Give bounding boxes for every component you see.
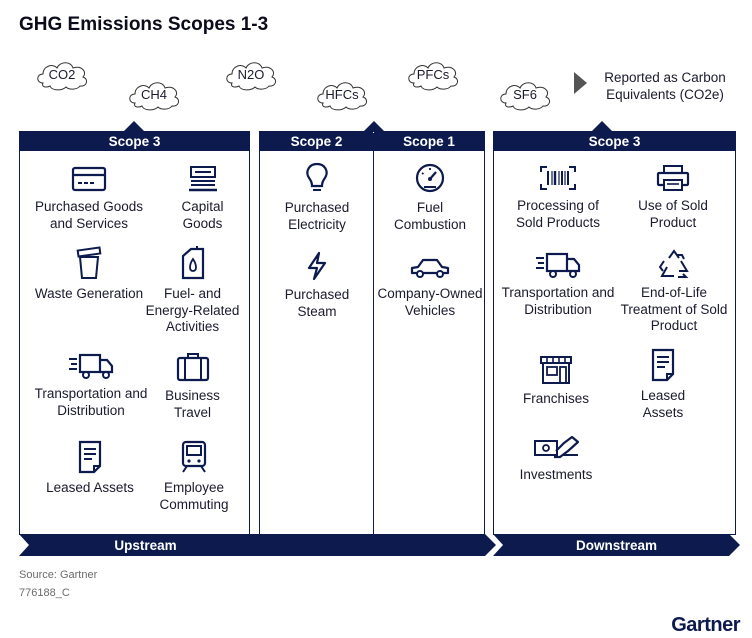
item-transportation-upstream: Transportation and Distribution (28, 352, 154, 419)
gartner-logo: Gartner (671, 614, 740, 636)
trash-icon (34, 246, 144, 280)
fuel-can-icon (140, 246, 245, 280)
middle-arrow-bar (259, 534, 496, 556)
reported-note: Reported as Carbon Equivalents (CO2e) (604, 70, 726, 102)
cash-register-icon (160, 165, 245, 193)
car-icon (376, 256, 484, 280)
source-note: Source: Gartner (19, 569, 98, 581)
scope3-downstream-header: Scope 3 (494, 132, 735, 151)
item-label: Waste Generation (34, 286, 144, 301)
upstream-arrow-bar: Upstream (19, 534, 272, 556)
item-franchises: Franchises (510, 355, 602, 408)
gas-cloud-sf6: SF6 (496, 77, 554, 111)
item-purchased-steam: Purchased Steam (268, 251, 366, 320)
play-arrow-icon (574, 72, 587, 94)
item-processing-sold-products: Processing of Sold Products (502, 164, 614, 231)
gas-label: N2O (237, 66, 265, 82)
upstream-label: Upstream (114, 537, 177, 553)
item-purchased-electricity: Purchased Electricity (268, 162, 366, 233)
item-label: Investments (519, 467, 593, 482)
item-employee-commuting: Employee Commuting (144, 440, 244, 513)
item-label: End-of-Life Treatment of Sold Product (620, 285, 728, 333)
item-label: Company-Owned Vehicles (377, 286, 483, 318)
page-title: GHG Emissions Scopes 1-3 (19, 14, 269, 35)
item-label: Fuel Combustion (393, 200, 467, 232)
gas-cloud-n2o: N2O (221, 57, 281, 91)
downstream-scope3-panel: Scope 3 Processing of Sold Products Use … (493, 131, 736, 535)
gas-cloud-hfcs: HFCs (312, 77, 372, 111)
gas-label: PFCs (416, 66, 450, 82)
train-icon (144, 440, 244, 474)
item-label: Purchased Electricity (284, 200, 350, 232)
item-label: Franchises (522, 391, 590, 406)
item-label: Transportation and Distribution (34, 386, 148, 418)
suitcase-icon (150, 352, 235, 382)
figure-code: 776188_C (19, 587, 70, 599)
document-icon (45, 440, 135, 474)
document-icon (624, 348, 702, 382)
item-fuel-combustion: Fuel Combustion (380, 162, 480, 233)
gas-cloud-ch4: CH4 (124, 77, 184, 111)
item-company-vehicles: Company-Owned Vehicles (376, 256, 484, 319)
item-label: Leased Assets (640, 388, 686, 420)
gas-cloud-pfcs: PFCs (403, 57, 463, 91)
scope1-header: Scope 1 (374, 132, 484, 151)
item-end-of-life: End-of-Life Treatment of Sold Product (616, 249, 732, 335)
item-label: Leased Assets (46, 480, 134, 495)
item-fuel-energy: Fuel- and Energy-Related Activities (140, 246, 245, 336)
lightbulb-icon (268, 162, 366, 194)
item-label: Business Travel (165, 388, 220, 420)
item-use-sold-product: Use of Sold Product (618, 164, 728, 231)
item-label: Purchased Goods and Services (34, 199, 144, 231)
truck-icon (496, 251, 620, 279)
gas-label: SF6 (513, 86, 537, 102)
item-label: Fuel- and Energy-Related Activities (145, 286, 240, 334)
downstream-arrow-bar: Downstream (493, 534, 740, 556)
gas-label: HFCs (325, 86, 359, 102)
item-leased-assets-upstream: Leased Assets (45, 440, 135, 497)
printer-icon (618, 164, 728, 192)
gas-label: CO2 (48, 66, 76, 82)
item-label: Purchased Steam (284, 287, 350, 319)
upstream-scope3-panel: Scope 3 Purchased Goods and Services Cap… (19, 131, 250, 535)
item-label: Capital Goods (181, 199, 224, 231)
item-investments: Investments (510, 433, 602, 484)
item-label: Processing of Sold Products (515, 198, 601, 230)
item-leased-assets-downstream: Leased Assets (624, 348, 702, 421)
left-panel-notch (124, 121, 144, 131)
item-waste-generation: Waste Generation (34, 246, 144, 303)
item-label: Use of Sold Product (638, 198, 708, 230)
middle-panel-notch (364, 121, 384, 131)
credit-card-icon (24, 165, 154, 193)
scope3-upstream-header: Scope 3 (20, 132, 249, 151)
item-capital-goods: Capital Goods (160, 165, 245, 232)
gas-label: CH4 (140, 86, 167, 102)
item-business-travel: Business Travel (150, 352, 235, 421)
scope2-header: Scope 2 (260, 132, 373, 151)
right-panel-notch (592, 121, 612, 131)
scope-divider (373, 133, 374, 534)
item-purchased-goods: Purchased Goods and Services (24, 165, 154, 232)
item-transportation-downstream: Transportation and Distribution (496, 251, 620, 318)
item-label: Transportation and Distribution (501, 285, 615, 317)
gauge-icon (380, 162, 480, 194)
barcode-icon (502, 164, 614, 192)
handshake-money-icon (510, 433, 602, 461)
storefront-icon (510, 355, 602, 385)
downstream-label: Downstream (575, 537, 658, 553)
truck-icon (28, 352, 154, 380)
gas-cloud-co2: CO2 (33, 57, 91, 91)
scope2-scope1-panel: Scope 2 Scope 1 Purchased Electricity Pu… (259, 131, 485, 535)
lightning-icon (268, 251, 366, 281)
item-label: Employee Commuting (159, 480, 229, 512)
recycle-icon (616, 249, 732, 279)
